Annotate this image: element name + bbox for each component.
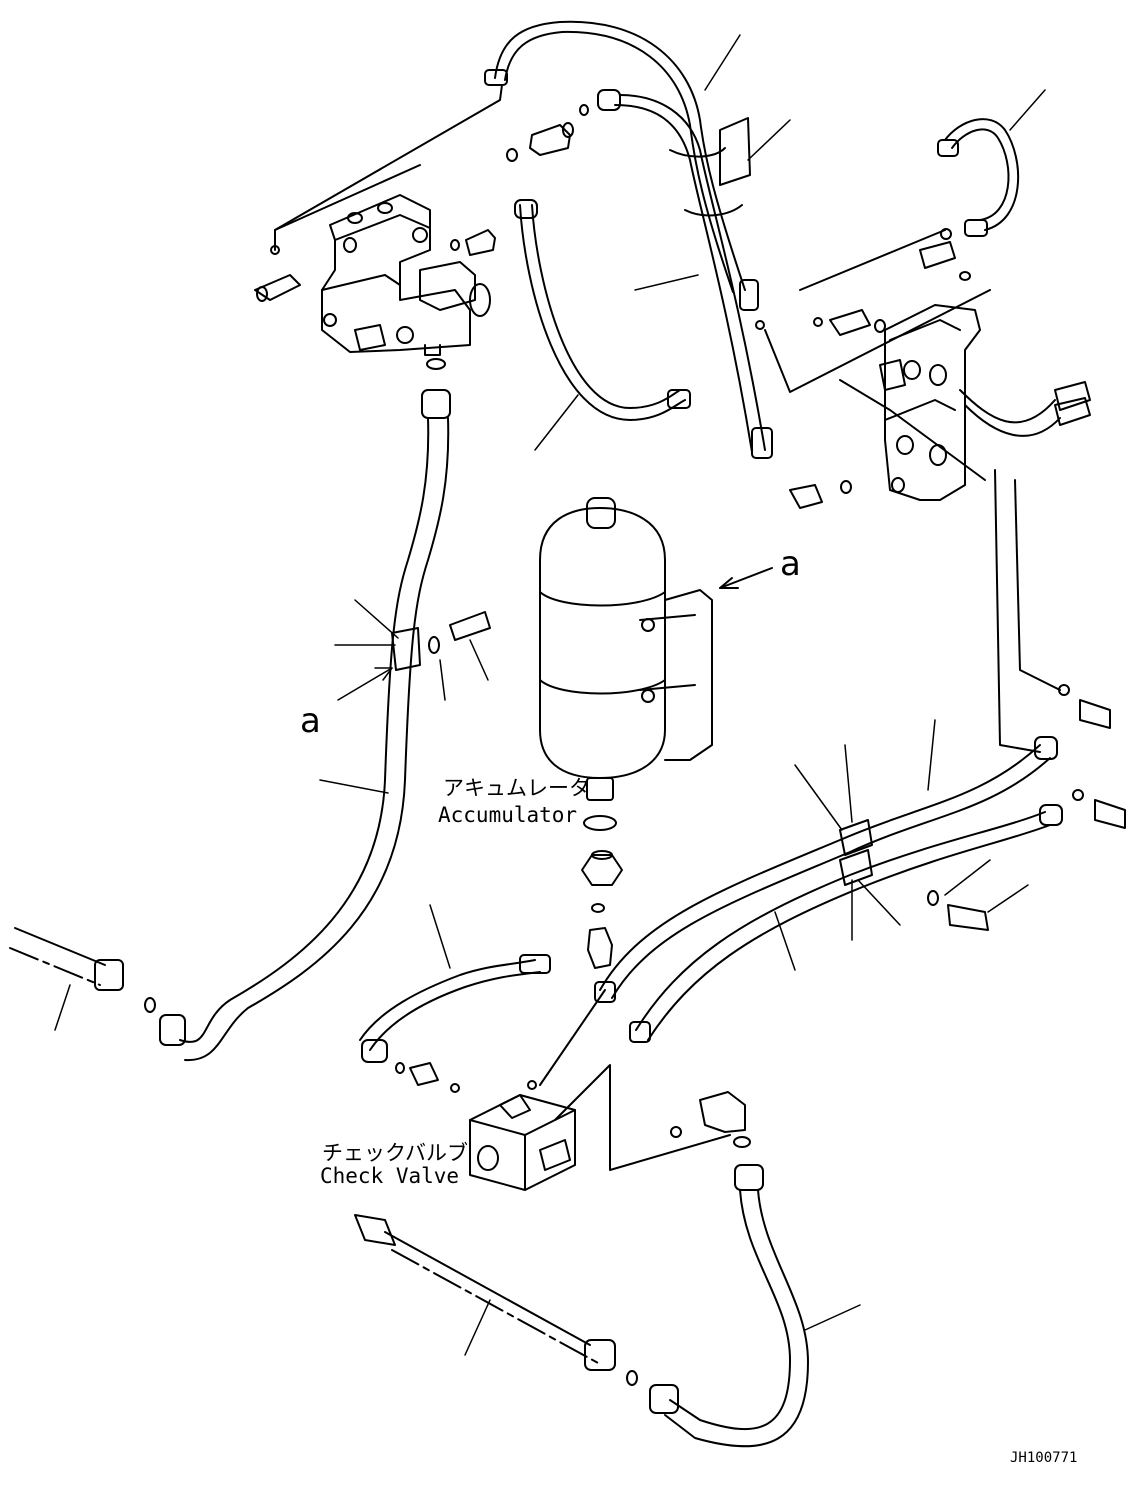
lower-right-hose (626, 1091, 809, 1448)
check-valve-label-en: Check Valve (320, 1164, 459, 1188)
view-marker-label: a (780, 544, 801, 584)
view-marker-label-2: a (300, 701, 321, 741)
left-long-hose (159, 389, 491, 1062)
lower-hose-bundle (594, 469, 1126, 1043)
left-pipe (9, 927, 156, 1013)
accumulator-label-en: Accumulator (438, 803, 577, 827)
right-valve-block (755, 229, 1091, 509)
upper-left-valve-block (254, 194, 491, 356)
upper-hose-assembly (274, 20, 773, 459)
accumulator (539, 497, 773, 969)
accumulator-label-jp: アキュムレータ (443, 776, 590, 800)
upper-right-hose (919, 118, 1020, 281)
lower-pipe (354, 1214, 616, 1371)
check-valve-hose (359, 954, 551, 1093)
check-valve-label-jp: チェックバルブ (322, 1141, 468, 1165)
check-valve (469, 989, 731, 1191)
leader-lines (54, 34, 1046, 1356)
drawing-number: JH100771 (1010, 1450, 1077, 1466)
